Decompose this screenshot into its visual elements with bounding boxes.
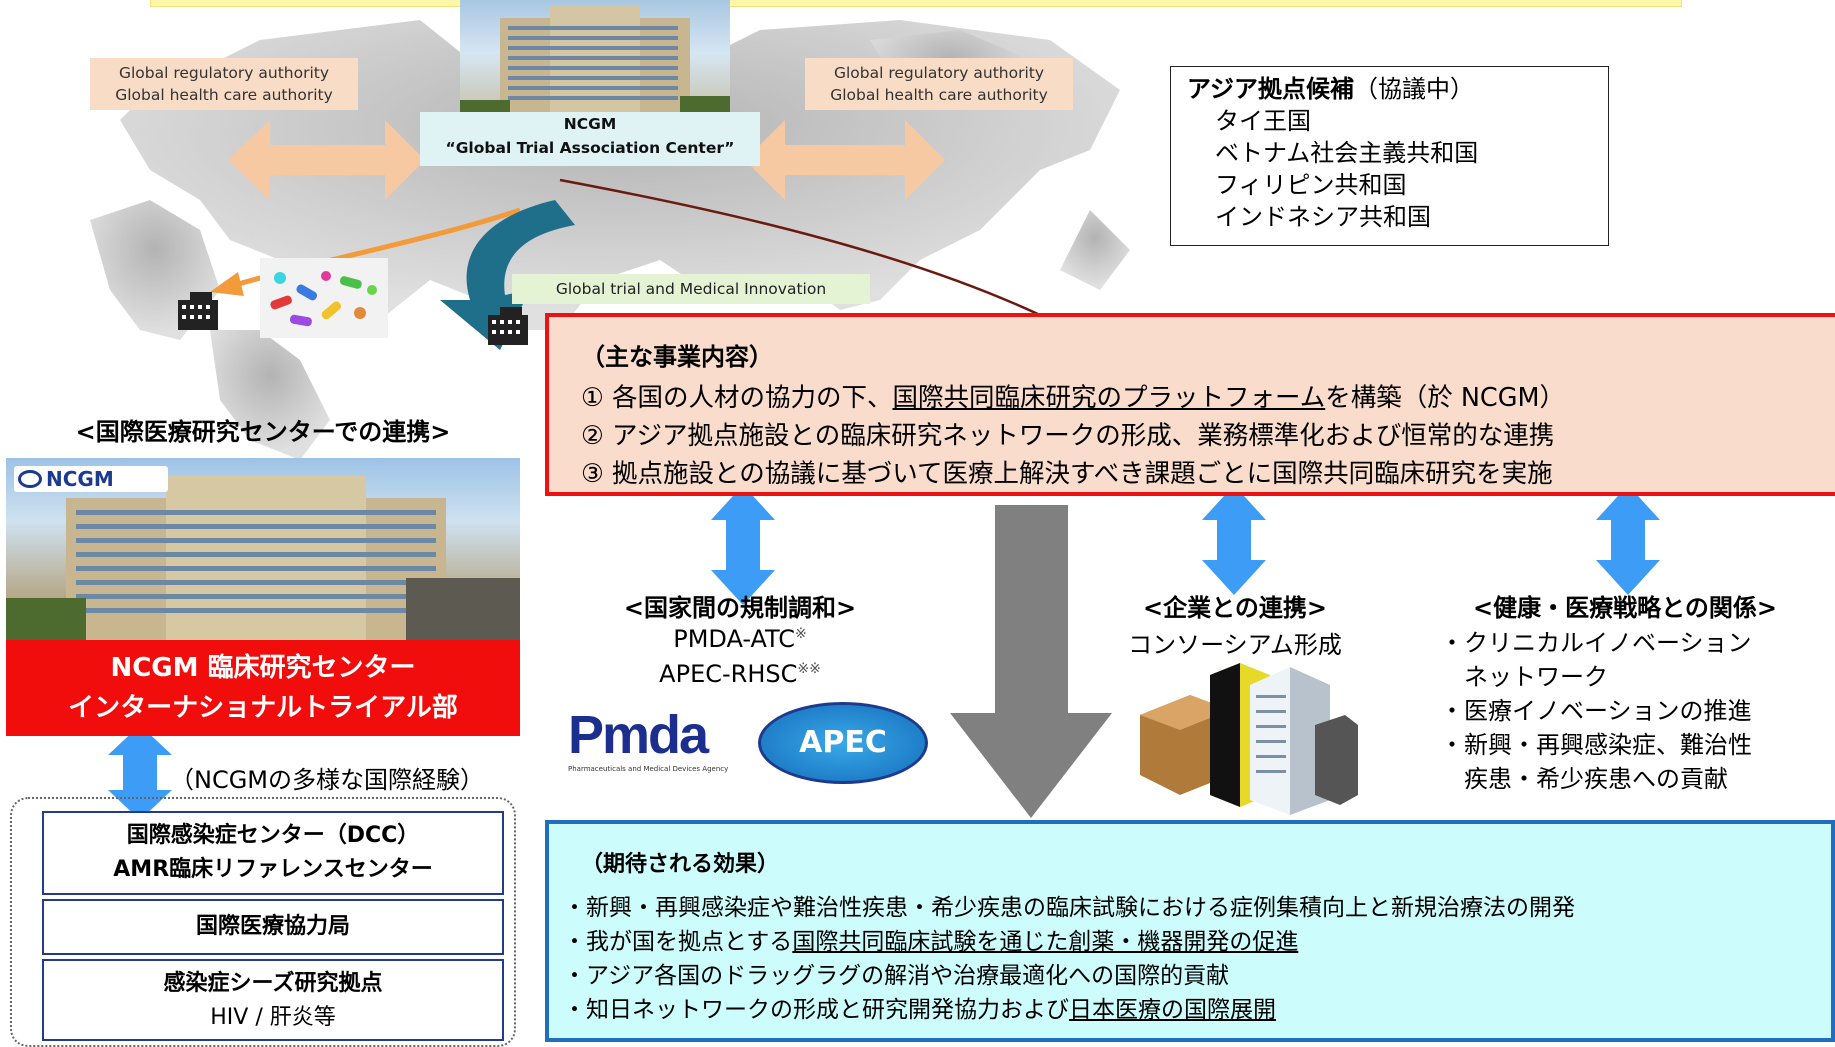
regulatory-item-text: PMDA-ATC [673, 625, 796, 653]
platform-underlined-text: 国際共同臨床研究のプラットフォーム [892, 383, 1326, 413]
authority-label-line: Global health care authority [830, 86, 1048, 104]
dept-detail: HIV / 肝炎等 [210, 1005, 336, 1030]
effects-line-2: ・我が国を拠点とする国際共同臨床試験を通じた創薬・機器開発の促進 [563, 922, 1298, 956]
drug-device-underlined-text: 国際共同臨床試験を通じた創薬・機器開発の促進 [792, 929, 1299, 955]
industry-text: コンソーシアム形成 [1128, 631, 1342, 659]
asia-country-item: インドネシア共和国 [1215, 203, 1431, 231]
regulatory-item-text: APEC-RHSC [659, 660, 798, 688]
industry-title: <企業との連携> [1143, 594, 1327, 622]
dept-box-infection-seeds: 感染症シーズ研究拠点 HIV / 肝炎等 [42, 959, 504, 1041]
main-business-line-3: ③ 拠点施設との協議に基づいて医療上解決すべき課題ごとに国際共同臨床研究を実施 [581, 459, 1553, 489]
line-text: を構築（於 NCGM） [1325, 383, 1565, 413]
strategy-item: ・新興・再興感染症、難治性 [1440, 731, 1752, 759]
strategy-item: ネットワーク [1440, 663, 1608, 691]
ncgm-center-label: NCGM “Global Trial Association Center” [420, 112, 760, 166]
pmda-logo-text: Pmda [568, 705, 709, 765]
dept-box-dcc: 国際感染症センター（DCC） AMR臨床リファレンスセンター [42, 811, 504, 895]
global-trial-label: Global trial and Medical Innovation [512, 274, 870, 304]
asia-candidates-box: アジア拠点候補（協議中） タイ王国 ベトナム社会主義共和国 フィリピン共和国 イ… [1170, 66, 1609, 246]
strategy-item: 疾患・希少疾患への貢献 [1440, 765, 1728, 793]
strategy-title: <健康・医療戦略との関係> [1473, 594, 1777, 622]
regulatory-item-apec: APEC-RHSC※※ [600, 660, 880, 688]
regulatory-title: <国家間の規制調和> [623, 594, 857, 622]
left-panel-title: <国際医療研究センターでの連携> [75, 418, 451, 446]
authority-label-line: Global regulatory authority [118, 64, 330, 82]
asia-candidates-status: （協議中） [1354, 75, 1475, 103]
ncgm-departments-group: 国際感染症センター（DCC） AMR臨床リファレンスセンター 国際医療協力局 感… [10, 797, 516, 1047]
japan-medical-underlined-text: 日本医療の国際展開 [1069, 997, 1276, 1023]
effects-line-3: ・アジア各国のドラッグラグの解消や治療最適化への国際的貢献 [563, 963, 1230, 989]
asia-country-item: タイ王国 [1215, 107, 1311, 135]
main-business-line-2: ② アジア拠点施設との臨床研究ネットワークの形成、業務標準化および恒常的な連携 [581, 421, 1555, 451]
expected-effects-box: （期待される効果） ・新興・再興感染症や難治性疾患・希少疾患の臨床試験における症… [545, 820, 1835, 1042]
ncgm-logo-icon [18, 470, 42, 488]
apec-logo: APEC [758, 702, 928, 784]
ncgm-center-name: NCGM [563, 115, 617, 133]
banner-line: NCGM 臨床研究センター [110, 653, 416, 683]
ncgm-logo-text: NCGM [46, 467, 114, 491]
ncgm-experience-label: （NCGMの多様な国際経験） [170, 766, 485, 794]
regulatory-item-pmda: PMDA-ATC※ [600, 625, 880, 653]
strategy-list: ・クリニカルイノベーション ネットワーク ・医療イノベーションの推進 ・新興・再… [1440, 626, 1752, 796]
authority-label-right: Global regulatory authority Global healt… [805, 58, 1073, 110]
dept-name: AMR臨床リファレンスセンター [113, 857, 433, 882]
main-business-line-1: ① 各国の人材の協力の下、国際共同臨床研究のプラットフォームを構築（於 NCGM… [581, 377, 1565, 414]
authority-label-line: Global regulatory authority [833, 64, 1045, 82]
note-mark: ※ [795, 626, 807, 642]
dept-box-intl-cooperation: 国際医療協力局 [42, 899, 504, 955]
asia-candidates-title: アジア拠点候補 [1187, 75, 1355, 103]
effects-heading: （期待される効果） [581, 852, 780, 877]
effects-line-1: ・新興・再興感染症や難治性疾患・希少疾患の臨床試験における症例集積向上と新規治療… [563, 895, 1575, 921]
clinical-research-center-banner: NCGM 臨床研究センター インターナショナルトライアル部 [6, 640, 520, 736]
apec-logo-text: APEC [799, 725, 887, 760]
pmda-logo: Pmda Pharmaceuticals and Medical Devices… [568, 705, 748, 785]
line-text: ・我が国を拠点とする [563, 929, 793, 955]
banner-line: インターナショナルトライアル部 [68, 693, 458, 723]
dept-name: 感染症シーズ研究拠点 [163, 971, 383, 996]
top-banner-strip [150, 0, 1682, 7]
ncgm-building-photo [460, 0, 730, 118]
medicine-pills-image [260, 258, 388, 338]
asia-country-item: フィリピン共和国 [1215, 171, 1407, 199]
line-text: ① 各国の人材の協力の下、 [581, 383, 893, 413]
strategy-item: ・クリニカルイノベーション [1440, 629, 1752, 657]
strategy-item: ・医療イノベーションの推進 [1440, 697, 1752, 725]
authority-label-left: Global regulatory authority Global healt… [90, 58, 358, 110]
authority-label-line: Global health care authority [115, 86, 333, 104]
main-business-box: （主な事業内容） ① 各国の人材の協力の下、国際共同臨床研究のプラットフォームを… [545, 313, 1835, 496]
pmda-logo-subtitle: Pharmaceuticals and Medical Devices Agen… [568, 765, 729, 773]
main-business-heading: （主な事業内容） [581, 343, 773, 371]
ncgm-hospital-photo: NCGM [6, 458, 520, 640]
asia-country-item: ベトナム社会主義共和国 [1215, 139, 1479, 167]
ncgm-logo: NCGM [14, 466, 168, 492]
note-mark: ※※ [797, 661, 821, 677]
buildings-icon [1140, 663, 1358, 815]
dept-name: 国際医療協力局 [195, 914, 350, 939]
ncgm-center-subtitle: “Global Trial Association Center” [445, 139, 735, 157]
effects-line-4: ・知日ネットワークの形成と研究開発協力および日本医療の国際展開 [563, 990, 1276, 1024]
dept-name: 国際感染症センター（DCC） [126, 823, 420, 848]
line-text: ・知日ネットワークの形成と研究開発協力および [563, 997, 1069, 1023]
